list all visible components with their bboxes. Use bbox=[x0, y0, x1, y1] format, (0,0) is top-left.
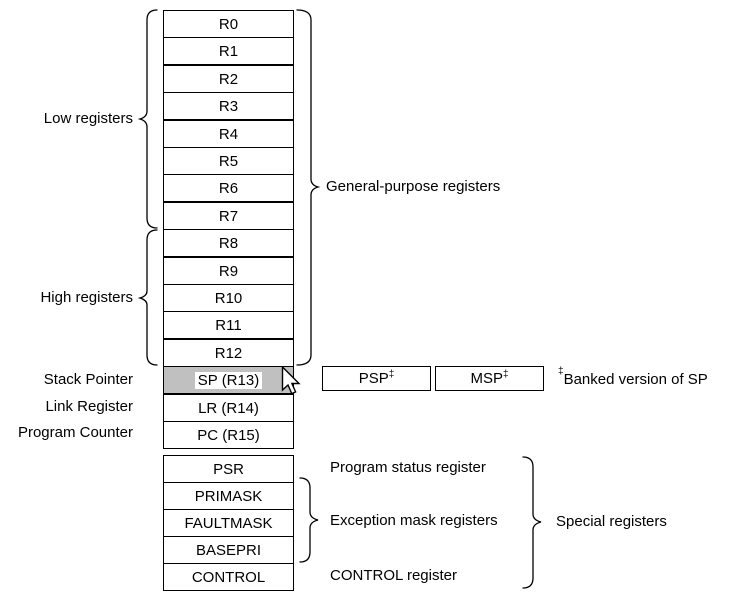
register-box-psp: PSP‡ bbox=[322, 366, 431, 391]
label-program-status: Program status register bbox=[330, 459, 486, 476]
label-exception-mask: Exception mask registers bbox=[330, 512, 498, 529]
register-box-r0: R0 bbox=[163, 10, 294, 38]
label-control-register: CONTROL register bbox=[330, 567, 457, 584]
register-box-r1: R1 bbox=[163, 37, 294, 65]
note-text: Banked version of SP bbox=[563, 371, 708, 388]
register-box-r5: R5 bbox=[163, 147, 294, 175]
register-box-r10: R10 bbox=[163, 284, 294, 312]
register-box-r8: R8 bbox=[163, 229, 294, 257]
note-dagger: ‡ bbox=[558, 366, 564, 377]
register-box-faultmask: FAULTMASK bbox=[163, 509, 294, 537]
register-box-r4: R4 bbox=[163, 120, 294, 148]
label-general-purpose: General-purpose registers bbox=[326, 178, 501, 195]
register-box-r7: R7 bbox=[163, 202, 294, 230]
low-registers-brace bbox=[137, 9, 158, 229]
register-box-msp: MSP‡ bbox=[435, 366, 544, 391]
exception-mask-brace bbox=[299, 477, 319, 563]
banked-note: ‡Banked version of SP bbox=[558, 367, 708, 389]
register-box-r2: R2 bbox=[163, 65, 294, 93]
register-box-control: CONTROL bbox=[163, 563, 294, 591]
register-box-psr: PSR bbox=[163, 455, 294, 483]
label-program-counter: Program Counter bbox=[17, 424, 133, 441]
label-link-register: Link Register bbox=[45, 398, 133, 415]
general-purpose-brace bbox=[296, 9, 321, 366]
register-box-lr: LR (R14) bbox=[163, 394, 294, 422]
register-box-primask: PRIMASK bbox=[163, 482, 294, 510]
register-box-basepri: BASEPRI bbox=[163, 536, 294, 564]
label-low-registers: Low registers bbox=[43, 110, 133, 127]
register-box-r9: R9 bbox=[163, 257, 294, 285]
register-box-r12: R12 bbox=[163, 339, 294, 367]
register-box-pc: PC (R15) bbox=[163, 421, 294, 449]
high-registers-brace bbox=[137, 229, 158, 366]
label-high-registers: High registers bbox=[40, 289, 133, 306]
register-box-r6: R6 bbox=[163, 174, 294, 202]
psp-label: PSP bbox=[358, 370, 389, 387]
label-special-registers: Special registers bbox=[556, 513, 667, 530]
msp-label: MSP bbox=[470, 370, 503, 387]
label-stack-pointer: Stack Pointer bbox=[43, 371, 133, 388]
register-box-r11: R11 bbox=[163, 311, 294, 339]
register-box-r3: R3 bbox=[163, 92, 294, 120]
register-box-sp[interactable]: SP (R13) bbox=[163, 366, 294, 394]
sp-register-text: SP (R13) bbox=[194, 371, 263, 389]
special-registers-brace bbox=[522, 456, 542, 589]
